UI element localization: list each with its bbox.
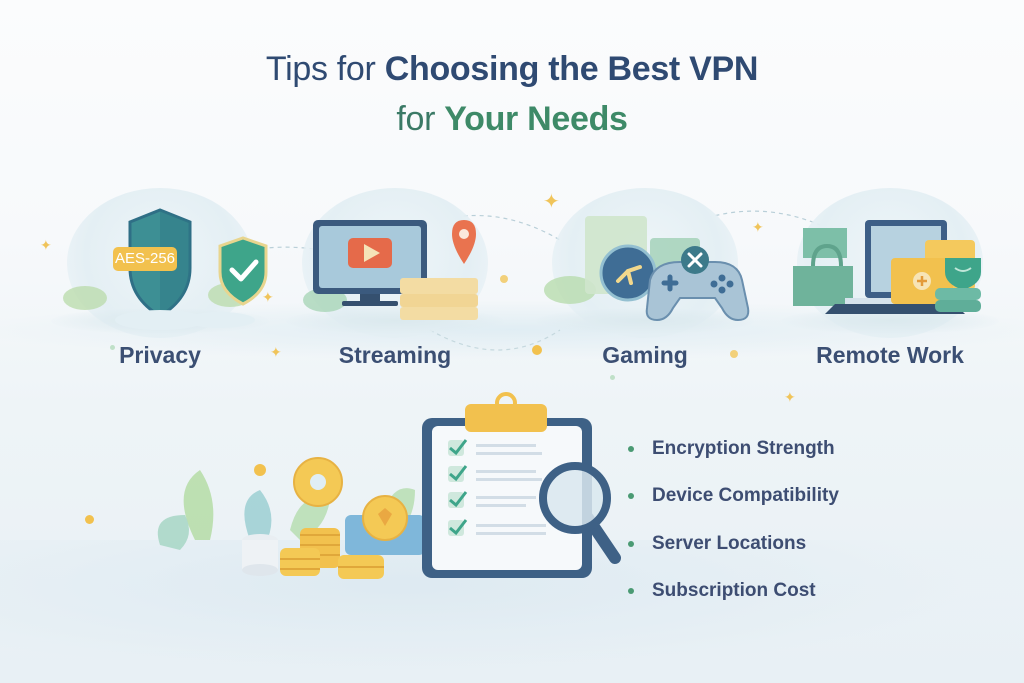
sparkle-icon: ✦ xyxy=(784,389,796,405)
criteria-encryption: Encryption Strength xyxy=(652,437,835,459)
title-prefix: Tips for xyxy=(265,50,385,88)
clipboard-checklist-icon xyxy=(422,392,621,578)
laptop-folder-icon xyxy=(793,220,981,314)
category-label-privacy: Privacy xyxy=(119,342,201,368)
dot-decoration xyxy=(500,275,508,283)
bullet-dot-icon xyxy=(628,540,634,547)
dot-decoration xyxy=(85,515,94,524)
dot-decoration xyxy=(610,375,615,380)
monitor-play-icon xyxy=(303,220,478,320)
category-gaming: Gaming xyxy=(530,180,760,380)
sparkle-icon: ✦ xyxy=(270,344,282,360)
dot-decoration xyxy=(110,345,115,350)
bullet-dot-icon xyxy=(628,588,634,595)
sparkle-icon: ✦ xyxy=(543,191,560,213)
title-main: Choosing the Best VPN xyxy=(384,50,759,88)
criteria-cost: Subscription Cost xyxy=(652,580,816,602)
criteria-servers: Server Locations xyxy=(652,532,807,554)
subtitle-prefix: for xyxy=(396,100,445,138)
category-remote-work: Remote Work xyxy=(775,180,1005,380)
dot-decoration xyxy=(532,345,542,355)
title-line-1: Tips for Choosing the Best VPN xyxy=(0,48,1024,90)
category-label-remote-work: Remote Work xyxy=(816,342,964,368)
list-item: Device Compatibility xyxy=(628,473,839,521)
bullet-dot-icon xyxy=(628,445,634,452)
category-streaming: Streaming xyxy=(280,180,510,380)
list-item: Encryption Strength xyxy=(628,425,839,473)
sparkle-icon: ✦ xyxy=(752,219,764,235)
sparkle-icon: ✦ xyxy=(40,237,52,253)
dot-decoration xyxy=(730,350,738,358)
category-label-gaming: Gaming xyxy=(602,342,688,368)
shield-lock-icon xyxy=(63,208,268,330)
subtitle-main: Your Needs xyxy=(444,100,628,138)
checkbox-rows xyxy=(448,439,546,536)
list-item: Subscription Cost xyxy=(628,568,839,616)
category-privacy: AES-256 Privacy xyxy=(45,180,275,380)
gaming-ground xyxy=(536,308,754,334)
bullet-dot-icon xyxy=(628,493,634,500)
page-title: Tips for Choosing the Best VPN for Your … xyxy=(0,48,1024,140)
sparkle-icon: ✦ xyxy=(262,289,274,305)
aes-badge: AES-256 xyxy=(114,250,176,267)
connector-lines xyxy=(199,210,821,351)
coins-plants-illustration xyxy=(157,457,425,579)
title-line-2: for Your Needs xyxy=(0,98,1024,140)
gamepad-icon xyxy=(544,216,750,322)
category-label-streaming: Streaming xyxy=(338,342,452,368)
criteria-compatibility: Device Compatibility xyxy=(652,485,839,507)
list-item: Server Locations xyxy=(628,520,839,568)
vpn-criteria-list: Encryption Strength Device Compatibility… xyxy=(628,425,839,615)
